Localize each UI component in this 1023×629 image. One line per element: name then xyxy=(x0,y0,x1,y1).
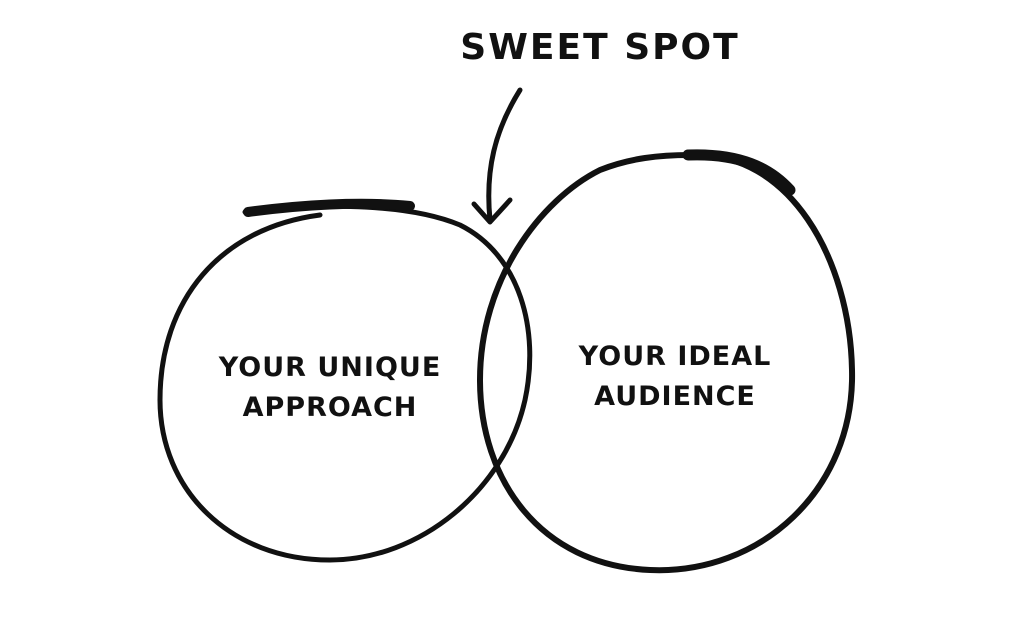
right-label-line2: AUDIENCE xyxy=(594,381,756,412)
right-circle-label: YOUR IDEAL AUDIENCE xyxy=(525,337,825,417)
left-label-line1: YOUR UNIQUE xyxy=(218,352,442,383)
right-label-line1: YOUR IDEAL xyxy=(578,341,772,372)
right-circle xyxy=(477,151,856,574)
left-circle-label: YOUR UNIQUE APPROACH xyxy=(180,348,480,428)
left-label-line2: APPROACH xyxy=(242,392,418,423)
arrow-icon xyxy=(471,87,523,225)
right-circle-accent xyxy=(682,149,796,196)
sweet-spot-title: SWEET SPOT xyxy=(460,27,740,68)
left-circle xyxy=(157,203,533,563)
left-circle-accent xyxy=(243,198,415,217)
